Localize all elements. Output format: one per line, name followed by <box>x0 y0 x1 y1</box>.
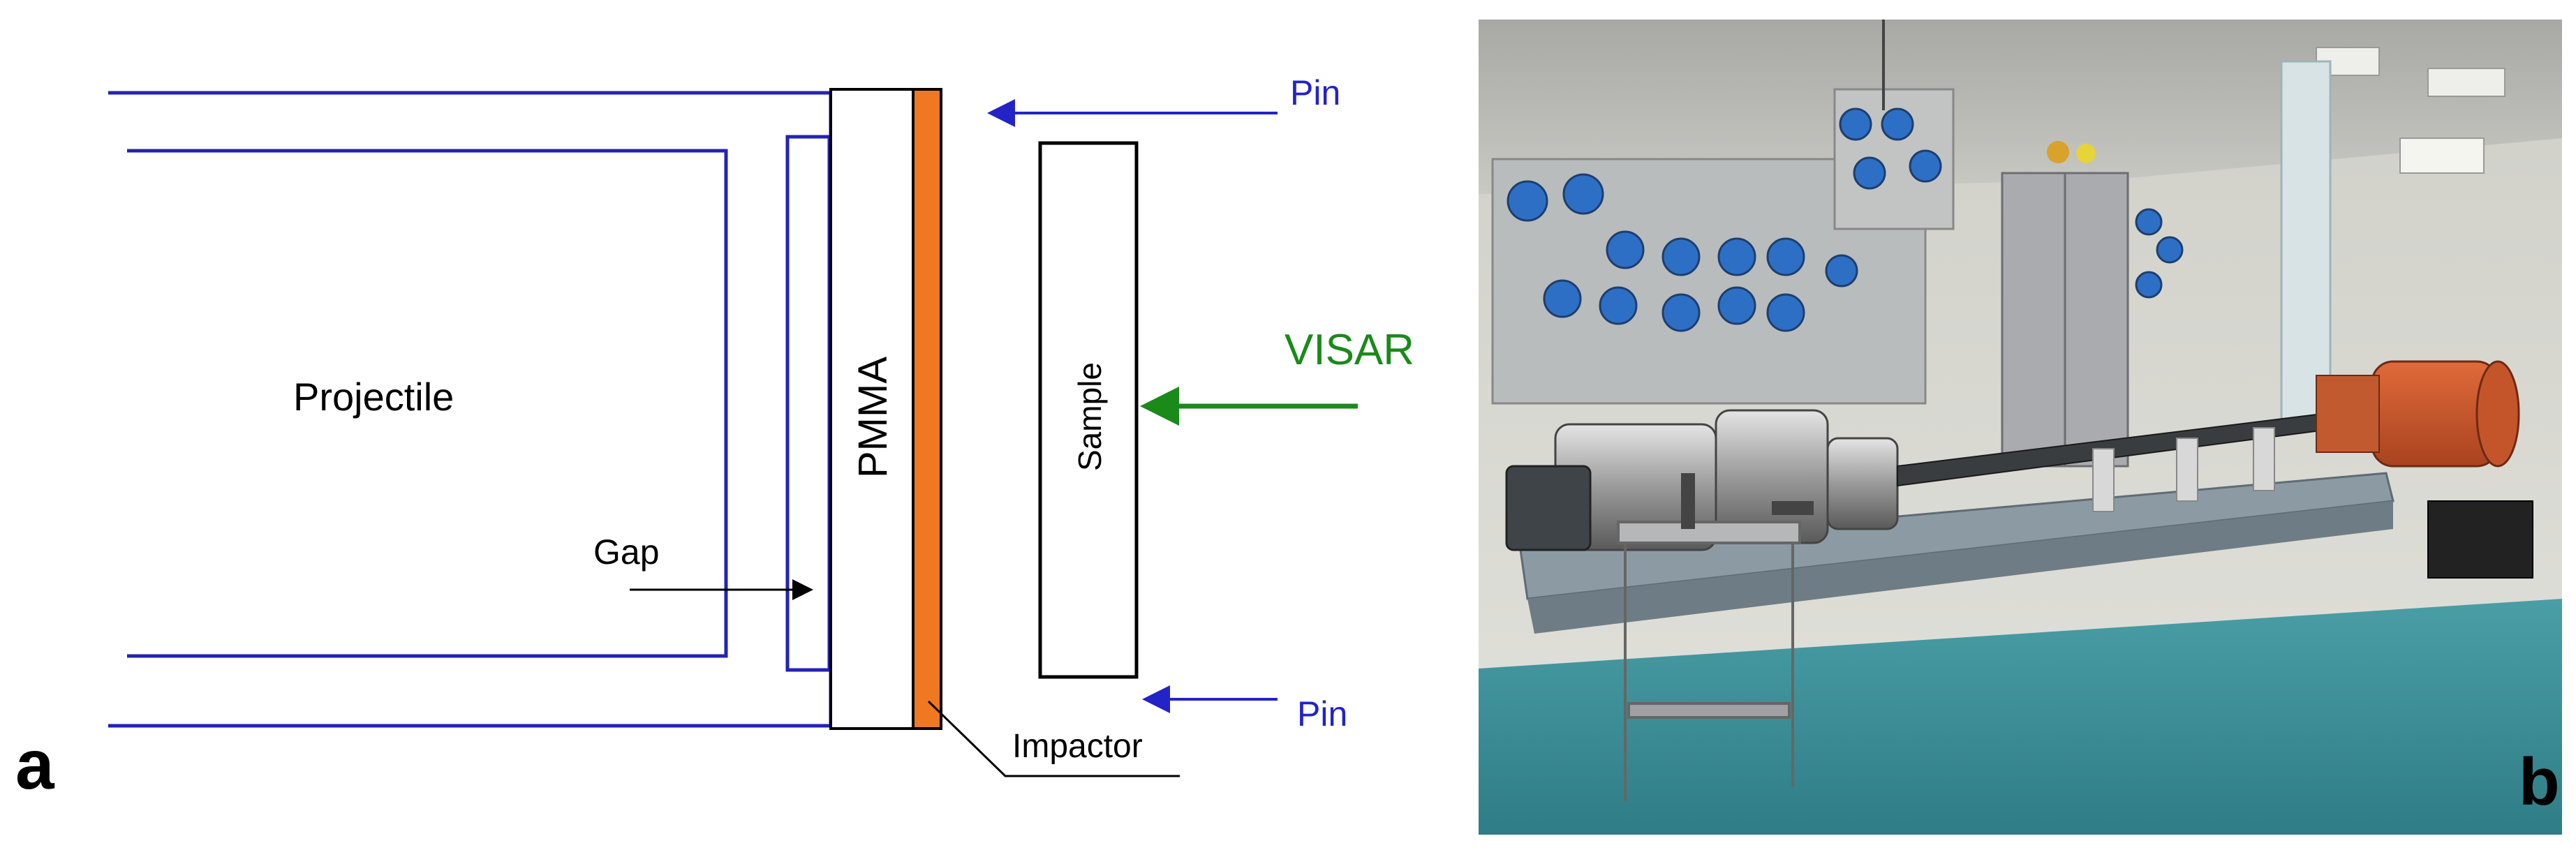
projectile-outer-tube <box>108 91 833 728</box>
lab-photo: b <box>1479 20 2562 835</box>
sample-block <box>1038 141 1139 679</box>
pin-top-label: Pin <box>1290 73 1340 112</box>
visar-label: VISAR <box>1285 326 1414 374</box>
ceiling-light-icon <box>2427 68 2505 97</box>
pin-bottom-label: Pin <box>1297 694 1347 733</box>
cart <box>1617 521 1801 801</box>
projectile-body <box>127 149 728 658</box>
panel-letter-b: b <box>2519 745 2560 819</box>
vacuum-sleeve <box>2280 60 2332 426</box>
pmma-label: PMMA <box>850 357 896 478</box>
gauge-icon <box>1507 107 1942 332</box>
sample-label: Sample <box>1072 362 1108 471</box>
gap-label: Gap <box>593 532 660 572</box>
target-chamber <box>2316 360 2520 468</box>
floor <box>1479 599 2562 835</box>
panel-a-schematic: Projectile PMMA Sample Gap Impactor Pin … <box>15 73 1414 804</box>
impactor-plate <box>912 88 942 730</box>
impactor-label: Impactor <box>1012 728 1143 765</box>
pmma-block <box>829 88 915 730</box>
panel-letter-a: a <box>15 726 55 804</box>
impactor-leader <box>927 700 1180 777</box>
projectile-label: Projectile <box>293 375 454 419</box>
